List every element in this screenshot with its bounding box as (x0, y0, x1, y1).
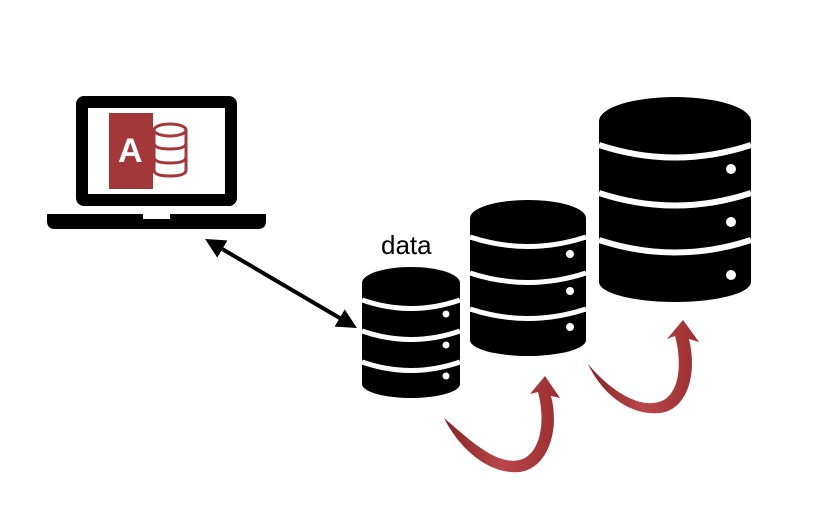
database-medium-icon (469, 200, 587, 356)
growth-arrow-icon-1 (444, 376, 560, 473)
access-letter: A (118, 132, 143, 170)
laptop-screen (88, 108, 225, 194)
database-small-icon (361, 267, 461, 398)
database-large-icon (598, 97, 752, 302)
laptop-base (47, 214, 266, 229)
access-database-icon: A (109, 113, 188, 189)
growth-arrow-icon-2 (588, 320, 699, 414)
laptop-icon: A (47, 96, 266, 229)
laptop-hinge-notch (143, 214, 170, 219)
data-label: data (381, 230, 432, 260)
bidirectional-arrow (205, 238, 357, 329)
